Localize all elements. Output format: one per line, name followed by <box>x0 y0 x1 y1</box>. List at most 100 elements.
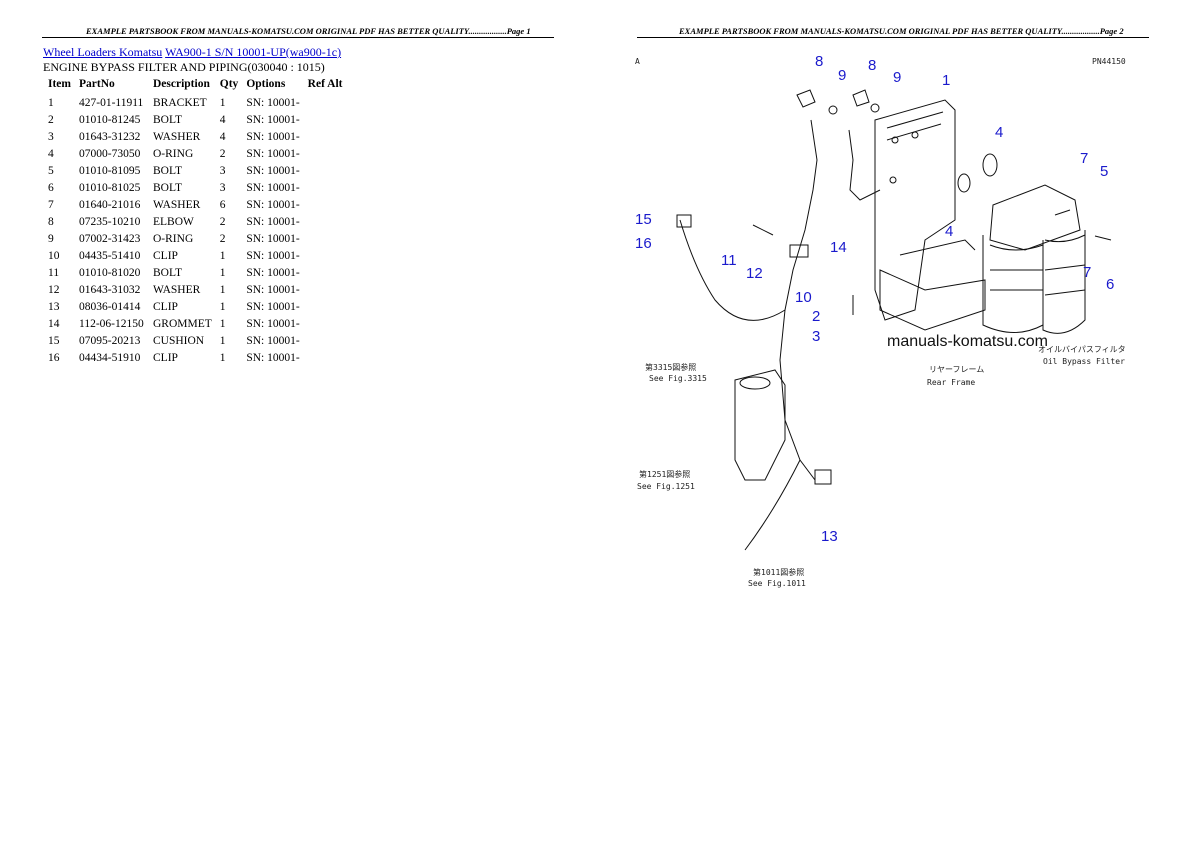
cell-ref-alt <box>304 213 347 230</box>
cell-description: O-RING <box>153 147 194 160</box>
callout-4: 4 <box>945 223 953 240</box>
cell-options: SN: 10001- <box>246 266 300 279</box>
cell-options: SN: 10001- <box>246 147 300 160</box>
cell-partno: 427-01-11911 <box>79 96 144 109</box>
cell-ref-alt <box>304 145 347 162</box>
cell-options: SN: 10001- <box>246 96 300 109</box>
cell-options: SN: 10001- <box>246 351 300 364</box>
cell-description: BOLT <box>153 164 182 177</box>
column-header-qty: Qty <box>219 78 239 90</box>
page-header: EXAMPLE PARTSBOOK FROM MANUALS-KOMATSU.C… <box>86 26 531 36</box>
cell-ref-alt <box>304 315 347 332</box>
corner-mark: A <box>635 57 640 66</box>
cell-options: SN: 10001- <box>246 130 300 143</box>
cell-ref-alt <box>304 264 347 281</box>
cell-options: SN: 10001- <box>246 334 300 347</box>
cell-partno: 01010-81020 <box>79 266 141 279</box>
breadcrumb-link-model-family[interactable]: Wheel Loaders Komatsu <box>43 45 163 59</box>
cell-description: ELBOW <box>153 215 194 228</box>
ref-fig1251-jp: 第1251図参照 <box>639 469 690 479</box>
cell-qty: 6 <box>219 198 226 211</box>
header-rule <box>637 37 1149 38</box>
cell-item: 11 <box>48 266 60 279</box>
page-header: EXAMPLE PARTSBOOK FROM MANUALS-KOMATSU.C… <box>679 26 1124 36</box>
cell-partno: 04435-51410 <box>79 249 141 262</box>
cell-item: 2 <box>48 113 54 126</box>
ref-fig1011-en: See Fig.1011 <box>748 579 806 588</box>
cell-partno: 01010-81025 <box>79 181 141 194</box>
cell-ref-alt <box>304 111 347 128</box>
cell-qty: 4 <box>219 113 226 126</box>
ref-rear-frame-en: Rear Frame <box>927 378 975 387</box>
cell-partno: 01010-81095 <box>79 164 141 177</box>
diagram-code: PN44150 <box>1092 57 1126 66</box>
bracket-drawing <box>874 99 956 321</box>
cell-options: SN: 10001- <box>246 215 300 228</box>
cell-qty: 1 <box>219 334 226 347</box>
breadcrumb: Wheel Loaders Komatsu WA900-1 S/N 10001-… <box>43 45 341 60</box>
cell-qty: 1 <box>219 300 226 313</box>
filter-drawing <box>989 184 1081 251</box>
cell-item: 10 <box>48 249 60 262</box>
cell-options: SN: 10001- <box>246 283 300 296</box>
cell-qty: 4 <box>219 130 226 143</box>
breadcrumb-link-model[interactable]: WA900-1 S/N 10001-UP(wa900-1c) <box>165 45 342 59</box>
cell-qty: 1 <box>219 317 226 330</box>
cell-options: SN: 10001- <box>246 317 300 330</box>
callout-4: 4 <box>995 124 1003 141</box>
parts-diagram: 8 9 8 9 1 4 7 5 15 16 4 14 11 12 7 6 10 … <box>635 53 1126 588</box>
page-1: EXAMPLE PARTSBOOK FROM MANUALS-KOMATSU.C… <box>42 26 554 366</box>
cell-options: SN: 10001- <box>246 232 300 245</box>
cell-item: 13 <box>48 300 60 313</box>
table-header-row: Item PartNo Description Qty Options Ref … <box>44 76 346 94</box>
cell-ref-alt <box>304 94 347 111</box>
cell-item: 3 <box>48 130 54 143</box>
cell-partno: 01643-31232 <box>79 130 141 143</box>
callout-14: 14 <box>830 239 847 256</box>
cell-ref-alt <box>304 247 347 264</box>
cell-ref-alt <box>304 332 347 349</box>
cell-partno: 07000-73050 <box>79 147 141 160</box>
ref-bypass-en: Oil Bypass Filter <box>1043 357 1125 366</box>
ref-fig1011-jp: 第1011図参照 <box>753 567 804 577</box>
cell-description: WASHER <box>153 283 201 296</box>
cell-qty: 1 <box>219 249 226 262</box>
cell-ref-alt <box>304 298 347 315</box>
callout-15: 15 <box>635 211 652 228</box>
cell-item: 6 <box>48 181 54 194</box>
cell-partno: 01010-81245 <box>79 113 141 126</box>
page-2: EXAMPLE PARTSBOOK FROM MANUALS-KOMATSU.C… <box>595 0 1190 842</box>
column-header-options: Options <box>246 78 286 90</box>
section-title: ENGINE BYPASS FILTER AND PIPING(030040 :… <box>43 60 325 74</box>
cell-description: CLIP <box>153 249 178 262</box>
ref-fig3315-jp: 第3315図参照 <box>645 362 696 372</box>
cell-ref-alt <box>304 179 347 196</box>
callout-11: 11 <box>721 252 737 269</box>
cell-item: 8 <box>48 215 54 228</box>
cell-partno: 07002-31423 <box>79 232 141 245</box>
cell-ref-alt <box>304 196 347 213</box>
cell-qty: 1 <box>219 266 226 279</box>
cell-qty: 3 <box>219 164 226 177</box>
cell-description: CLIP <box>153 351 178 364</box>
callout-13: 13 <box>821 528 838 545</box>
cell-qty: 2 <box>219 147 226 160</box>
ref-fig1251-en: See Fig.1251 <box>637 482 695 491</box>
cell-options: SN: 10001- <box>246 164 300 177</box>
table-row: 5 01010-81095 BOLT 3 SN: 10001- <box>44 162 346 179</box>
callout-5: 5 <box>1100 163 1108 180</box>
ref-fig3315-en: See Fig.3315 <box>649 374 707 383</box>
callout-9: 9 <box>838 67 846 84</box>
cell-description: CUSHION <box>153 334 205 347</box>
cell-item: 5 <box>48 164 54 177</box>
cell-ref-alt <box>304 230 347 247</box>
cell-item: 16 <box>48 351 60 364</box>
